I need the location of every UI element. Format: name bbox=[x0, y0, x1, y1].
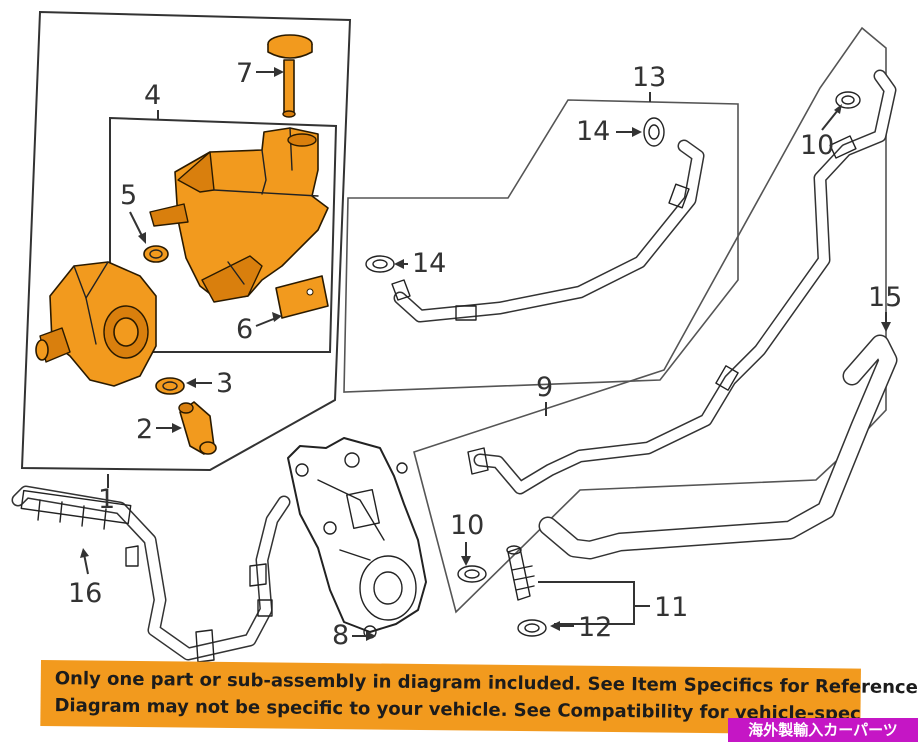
assembly-1-box bbox=[20, 10, 352, 472]
line-13-box bbox=[343, 99, 739, 393]
cooler-16-part bbox=[11, 485, 291, 663]
callout-11: 11 bbox=[654, 592, 688, 623]
seal-14b-part bbox=[365, 255, 395, 273]
cap-dipstick-part bbox=[267, 34, 313, 118]
callout-10a: 10 bbox=[800, 130, 834, 161]
callout-9: 9 bbox=[536, 372, 553, 403]
watermark-label: 海外製輸入カーパーツ bbox=[728, 718, 918, 742]
callout-15: 15 bbox=[868, 282, 902, 313]
callout-13: 13 bbox=[632, 62, 666, 93]
callout-4: 4 bbox=[144, 80, 161, 111]
callout-1: 1 bbox=[98, 484, 115, 515]
callout-10b: 10 bbox=[450, 510, 484, 541]
callout-5: 5 bbox=[120, 180, 137, 211]
fitting-11-part bbox=[506, 545, 535, 601]
callout-8: 8 bbox=[332, 620, 349, 651]
callout-2: 2 bbox=[136, 414, 153, 445]
fitting-2-part bbox=[178, 401, 217, 455]
disclaimer-line-1: Only one part or sub-assembly in diagram… bbox=[54, 668, 924, 699]
pump-part bbox=[35, 261, 157, 387]
line-9-box bbox=[413, 26, 887, 614]
reservoir-part bbox=[149, 127, 329, 303]
hose-15-part bbox=[538, 334, 898, 560]
callout-14a: 14 bbox=[576, 116, 610, 147]
callout-6: 6 bbox=[236, 314, 253, 345]
callout-12: 12 bbox=[578, 612, 612, 643]
plate-6-part bbox=[275, 275, 329, 319]
seal-14a-part bbox=[643, 117, 665, 147]
seal-12-part bbox=[517, 619, 547, 637]
bracket-8-part bbox=[287, 437, 427, 639]
callout-7: 7 bbox=[236, 58, 253, 89]
seal-5-part bbox=[143, 245, 169, 263]
seal-3-part bbox=[155, 377, 185, 395]
callout-3: 3 bbox=[216, 368, 233, 399]
seal-10b-part bbox=[457, 565, 487, 583]
callout-16: 16 bbox=[68, 578, 102, 609]
callout-14b: 14 bbox=[412, 248, 446, 279]
